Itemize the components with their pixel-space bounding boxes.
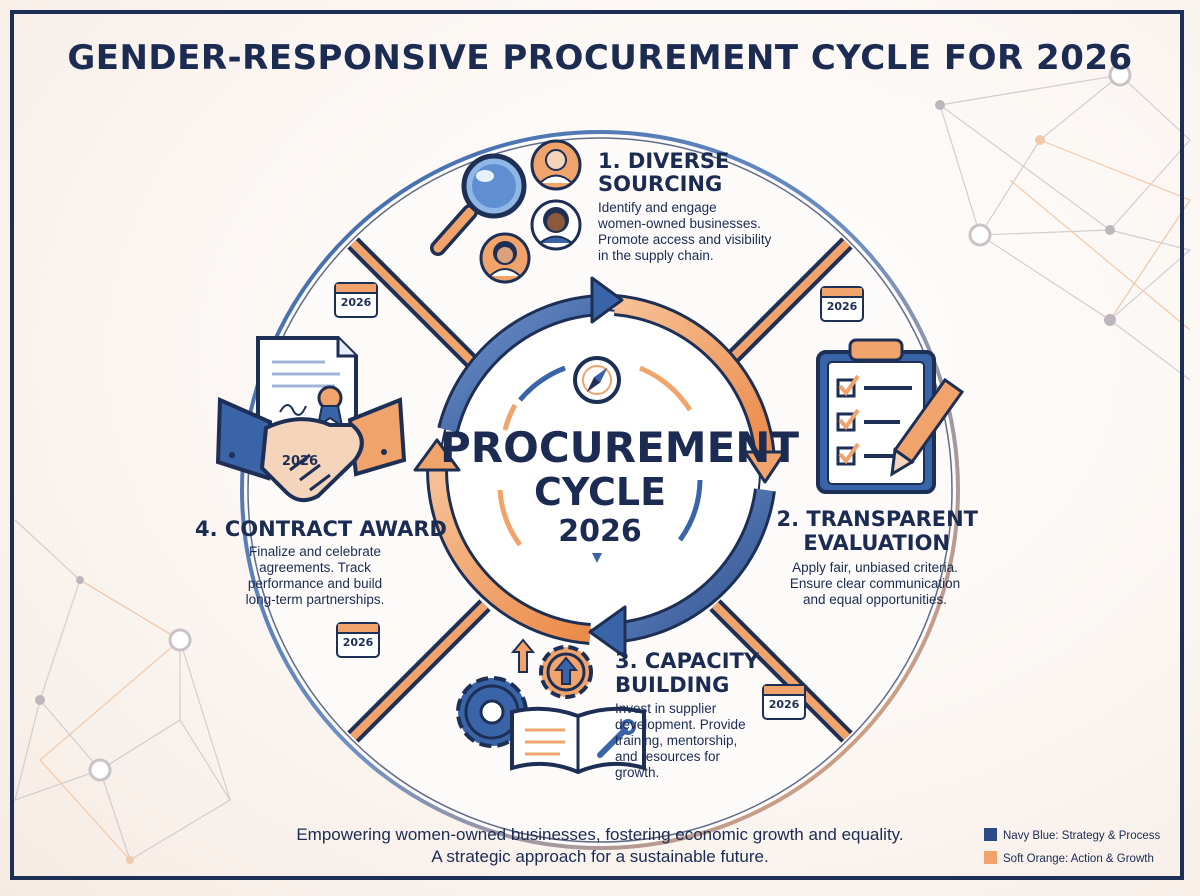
step4-description: Finalize and celebrate agreements. Track… xyxy=(245,544,385,607)
calendar-icon: 2026 xyxy=(334,282,378,318)
network-nodes xyxy=(35,100,1116,864)
quadrant-dividers xyxy=(347,237,853,743)
step2-heading-line2: EVALUATION xyxy=(803,531,950,555)
compass-icon xyxy=(573,356,621,563)
legend-swatch-orange xyxy=(984,851,997,864)
step3-heading-line1: 3. CAPACITY xyxy=(615,649,760,673)
gear-arrow-icon xyxy=(510,638,593,699)
footer-tagline: Empowering women-owned businesses, foste… xyxy=(296,825,904,866)
book-icon xyxy=(510,706,646,775)
woman-avatar-icon-3 xyxy=(479,232,531,284)
legend-swatch-navy xyxy=(984,828,997,841)
step1-heading-line1: 1. DIVERSE xyxy=(598,149,730,173)
network-ring-nodes xyxy=(88,63,1132,782)
woman-avatar-icon-2 xyxy=(530,199,582,251)
step3-heading-line2: BUILDING xyxy=(615,673,730,697)
step1-description: Identify and engage women-owned business… xyxy=(598,200,772,263)
center-label-line2: CYCLE xyxy=(533,470,667,514)
step1-heading-line2: SOURCING xyxy=(598,172,723,196)
step2-heading-line1: 2. TRANSPARENT xyxy=(776,507,978,531)
handshake-year-label: 2026 xyxy=(281,454,319,469)
magnifier-icon xyxy=(430,153,527,256)
inner-dashed-ring xyxy=(497,365,703,547)
network-decoration-orange xyxy=(39,139,1191,861)
woman-avatar-icon xyxy=(530,139,582,191)
arrow-heads xyxy=(413,276,787,659)
pencil-icon xyxy=(890,377,965,477)
page-title: GENDER-RESPONSIVE PROCUREMENT CYCLE FOR … xyxy=(67,38,1133,78)
legend-item-orange: Soft Orange: Action & Growth xyxy=(984,851,1154,865)
center-label-line1: PROCUREMENT xyxy=(440,423,800,472)
calendar-icon: 2026 xyxy=(820,286,864,322)
step3-description: Invest in supplier development. Provide … xyxy=(615,701,746,780)
step4-heading: 4. CONTRACT AWARD xyxy=(195,517,447,541)
legend-item-navy: Navy Blue: Strategy & Process xyxy=(984,828,1160,842)
calendar-icon: 2026 xyxy=(762,684,806,720)
calendar-icon: 2026 xyxy=(336,622,380,658)
step2-description: Apply fair, unbiased criteria. Ensure cl… xyxy=(789,560,961,607)
center-label-line3: 2026 xyxy=(558,514,642,549)
cycle-arrows xyxy=(426,294,776,645)
handshake-icon xyxy=(215,396,407,503)
clipboard-icon xyxy=(816,338,936,494)
